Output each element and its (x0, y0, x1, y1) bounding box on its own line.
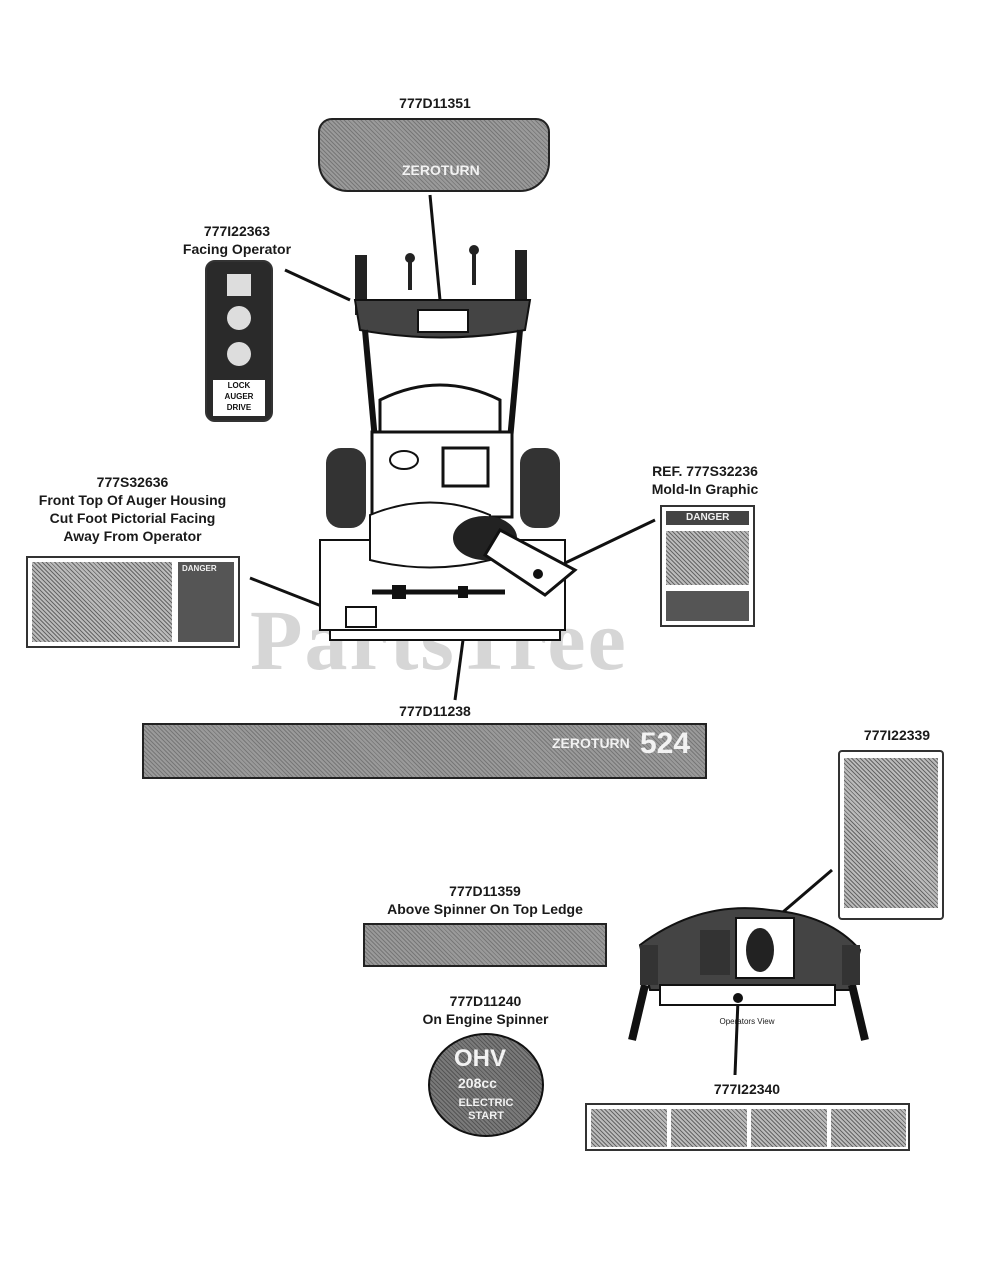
part-number-777d11351: 777D11351 (399, 95, 471, 111)
operators-view-caption: Operators View (719, 1017, 775, 1026)
danger-panel: DANGER (178, 562, 234, 642)
engine-cc-text: 208cc (458, 1075, 497, 1091)
lock-label: LOCK (227, 381, 251, 390)
danger-header: DANGER (666, 511, 749, 525)
zeroturn-console-decal: ZEROTURN (318, 118, 550, 192)
hand-warning-icon (666, 531, 749, 585)
ohv-text: OHV (454, 1045, 507, 1072)
leader-line-p2 (284, 268, 351, 302)
leader-line-p5 (453, 639, 465, 701)
part-number-777s32236: REF. 777S32236 Mold-In Graphic (635, 462, 775, 498)
electric-start-text: ELECTRIC START (458, 1097, 514, 1122)
auger-icon (227, 274, 251, 296)
placement-note-1: Front Top Of Auger Housing (38, 492, 227, 508)
placement-note: Mold-In Graphic (651, 481, 759, 497)
danger-text: DANGER (686, 512, 730, 523)
part-number: REF. 777S32236 (652, 463, 758, 479)
leader-line-p9 (733, 999, 740, 1076)
ohv-engine-spinner-decal: OHV 208cc ELECTRIC START (428, 1033, 544, 1137)
auger-danger-decal: DANGER (26, 556, 240, 648)
part-number-777i22363: 777I22363 Facing Operator (162, 222, 312, 258)
warning-text-block (666, 591, 749, 621)
drive-label: DRIVE (226, 403, 252, 412)
part-number-777i22340: 777I22340 (713, 1081, 781, 1097)
cub-cadet-logo-decal (363, 923, 607, 967)
control-panel-decal (585, 1103, 910, 1151)
part-number: 777D11359 (449, 883, 521, 899)
control-section-1 (591, 1109, 667, 1147)
auger-label: AUGER (224, 392, 254, 401)
placement-note: On Engine Spinner (422, 1011, 549, 1027)
control-section-2 (671, 1109, 747, 1147)
placement-note-3: Away From Operator (63, 528, 202, 544)
placement-note-2: Cut Foot Pictorial Facing (49, 510, 216, 526)
zeroturn-brand-text: ZEROTURN (402, 162, 480, 178)
drive-icon (227, 306, 251, 330)
part-number-777s32636: 777S32636 Front Top Of Auger Housing Cut… (10, 473, 255, 545)
part-number: 777D11240 (449, 993, 522, 1009)
part-number-777d11359: 777D11359 Above Spinner On Top Ledge (370, 882, 600, 918)
danger-text: DANGER (182, 564, 217, 573)
warning-text-block (32, 562, 172, 642)
chute-directional-control-decal (838, 750, 944, 920)
control-section-3 (751, 1109, 827, 1147)
lock-icon (227, 342, 251, 366)
instruction-block (844, 758, 938, 908)
chute-danger-decal: DANGER (660, 505, 755, 627)
auger-housing-brand-decal: ZEROTURN 524 (142, 723, 707, 779)
control-section-4 (831, 1109, 906, 1147)
drive-auger-lock-decal: LOCK AUGER DRIVE (205, 260, 273, 422)
part-number-777i22339: 777I22339 (863, 727, 931, 743)
placement-note: Above Spinner On Top Ledge (387, 901, 583, 917)
operators-view-machine (628, 907, 869, 1041)
model-number-text: 524 (640, 727, 691, 760)
part-number-777d11240: 777D11240 On Engine Spinner (408, 992, 563, 1028)
part-number-777d11238: 777D11238 (399, 703, 471, 719)
drive-auger-lock-text: LOCK AUGER DRIVE (213, 380, 265, 416)
part-number: 777I22363 (203, 223, 271, 239)
placement-note: Facing Operator (182, 241, 292, 257)
zeroturn-brand-text: ZEROTURN (552, 735, 630, 751)
snowblower-body (319, 245, 578, 641)
leader-line-p1 (428, 194, 442, 301)
part-number: 777S32636 (96, 474, 169, 490)
